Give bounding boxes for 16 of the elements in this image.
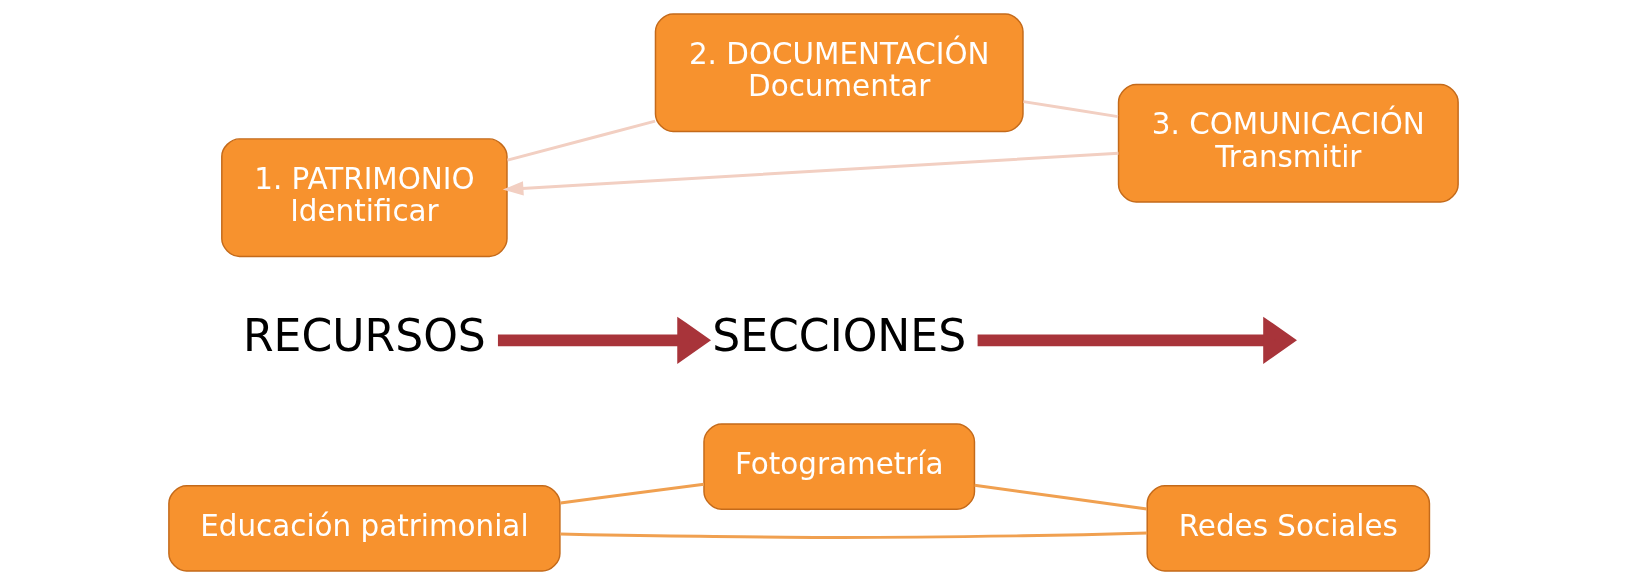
- node-box: Redes Sociales: [1146, 485, 1431, 572]
- arrow: [502, 151, 1119, 196]
- connector: [560, 482, 705, 505]
- node-box: Educación patrimonial: [168, 485, 561, 572]
- node-box: 2. DOCUMENTACIÓN Documentar: [654, 13, 1024, 133]
- arrow: [497, 316, 712, 364]
- node-text: SECCIONES: [712, 310, 967, 362]
- node-box: 3. COMUNICACIÓN Transmitir: [1117, 83, 1459, 203]
- connector: [1023, 100, 1119, 119]
- node-box: Fotogrametría: [703, 423, 976, 511]
- node-box: 1. PATRIMONIO Identificar: [221, 138, 508, 258]
- arrow: [977, 316, 1297, 364]
- connector: [974, 483, 1148, 511]
- connector: [507, 119, 656, 162]
- node-text: RECURSOS: [242, 310, 486, 362]
- connector: [560, 531, 1148, 539]
